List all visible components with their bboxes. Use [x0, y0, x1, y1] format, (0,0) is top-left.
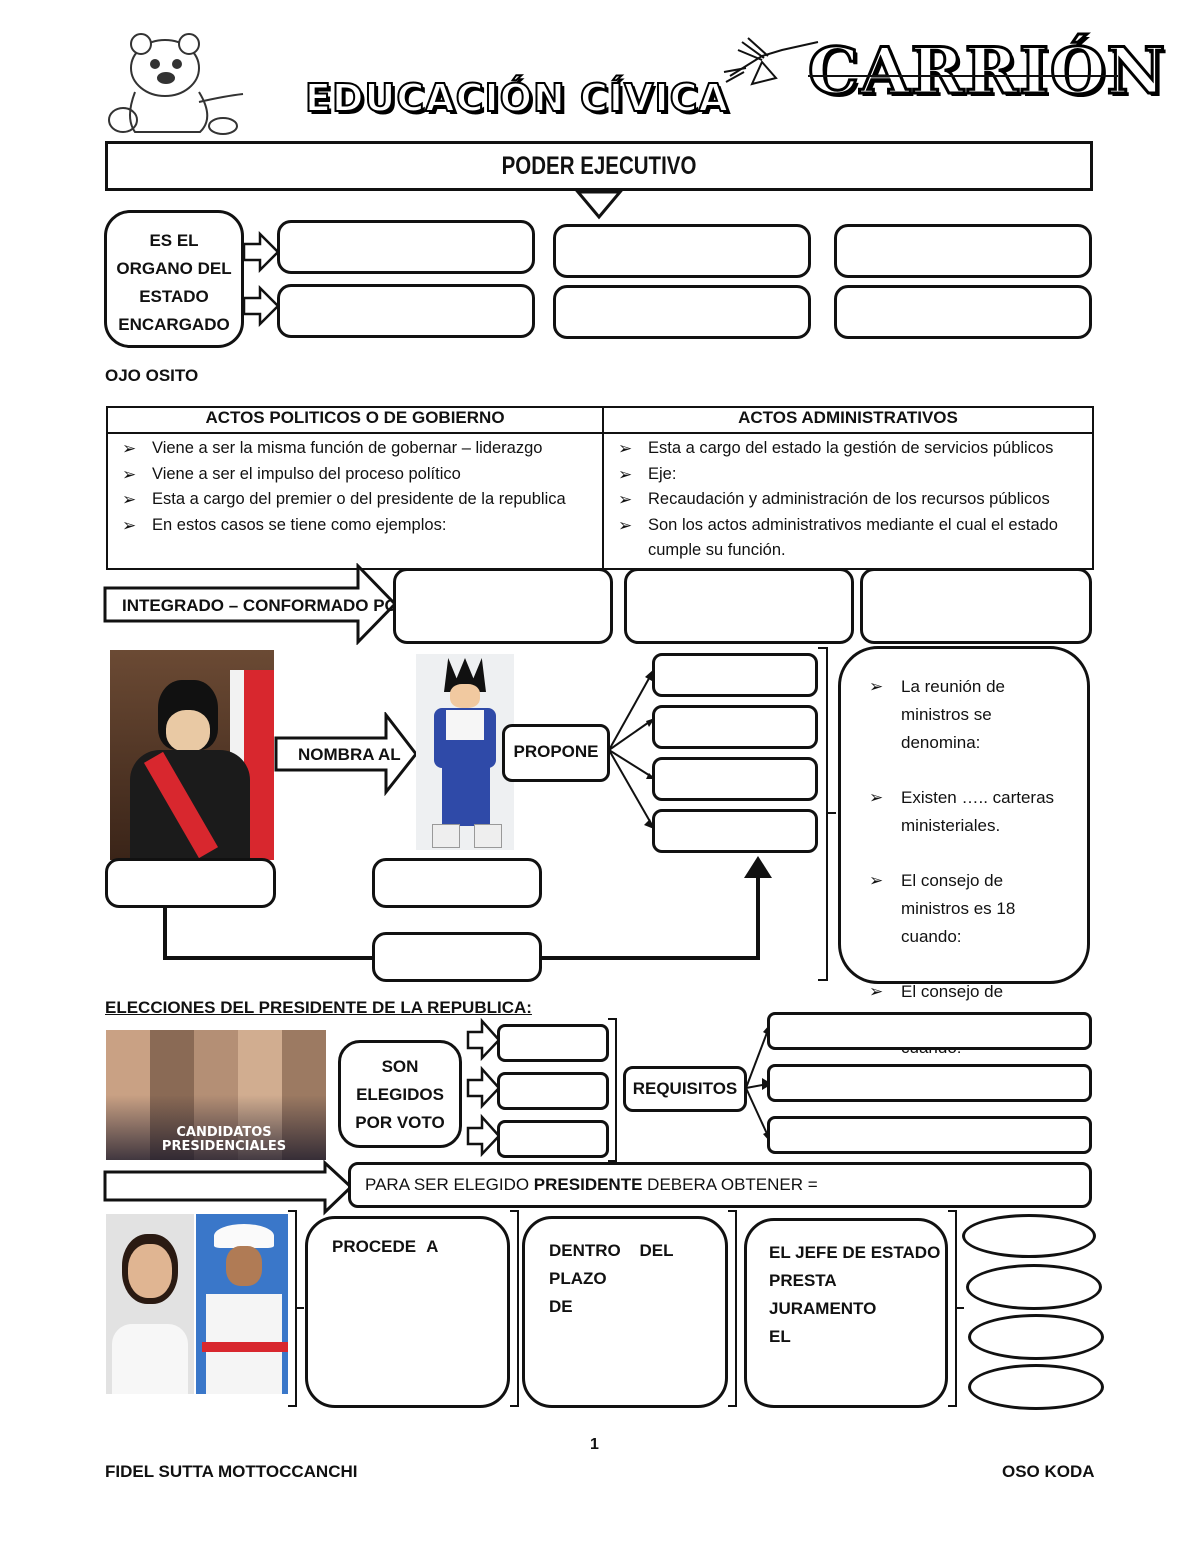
page-title: EDUCACIÓN CÍVICA [305, 76, 729, 120]
answer-box[interactable] [497, 1072, 609, 1110]
dentro-box[interactable]: DENTRO DEL PLAZO DE [522, 1216, 728, 1408]
right-header: ACTOS ADMINISTRATIVOS [603, 407, 1093, 433]
answer-box[interactable] [553, 285, 811, 339]
jefe-line: EL JEFE DE ESTADO [769, 1239, 945, 1267]
ministros-notes: La reunión de ministros se denomina: Exi… [838, 646, 1090, 984]
son-line: ELEGIDOS [341, 1081, 459, 1109]
procede-box[interactable]: PROCEDE A [305, 1216, 510, 1408]
list-item: Eje: [618, 462, 1092, 488]
answer-box[interactable] [860, 568, 1092, 644]
brand-underline [808, 75, 1118, 77]
answer-box[interactable] [497, 1120, 609, 1158]
requisito-box[interactable] [767, 1012, 1092, 1050]
nombra-label: NOMBRA AL [298, 745, 401, 765]
oval-answer[interactable] [968, 1364, 1104, 1410]
ministry-box[interactable] [652, 705, 818, 749]
son-elegidos-box: SON ELEGIDOS POR VOTO [338, 1040, 462, 1148]
answer-box[interactable] [834, 285, 1092, 339]
president-image [110, 650, 274, 860]
list-item: Esta a cargo del premier o del president… [122, 487, 602, 513]
dentro-line: DE [549, 1293, 725, 1321]
list-item: Son los actos administrativos mediante e… [618, 513, 1092, 564]
candidates-image: CANDIDATOS PRESIDENCIALES [106, 1030, 326, 1160]
list-item: Viene a ser el impulso del proceso polít… [122, 462, 602, 488]
oval-answer[interactable] [962, 1214, 1096, 1258]
premier-image [416, 654, 514, 850]
list-item: La reunión de ministros se denomina: [869, 673, 1065, 757]
presidente-bold: PRESIDENTE [534, 1175, 643, 1194]
footer-brand: OSO KODA [1002, 1462, 1095, 1482]
dentro-line: DENTRO DEL PLAZO [549, 1237, 725, 1293]
brace-icon [284, 1208, 306, 1410]
son-line: POR VOTO [341, 1109, 459, 1137]
propone-arrows [606, 665, 658, 835]
requisitos-box: REQUISITOS [623, 1066, 747, 1112]
jefe-line: EL [769, 1323, 945, 1351]
oval-answer[interactable] [968, 1314, 1104, 1360]
right-arrows-icon [242, 230, 282, 330]
hummingbird-icon [722, 32, 822, 92]
jefe-box[interactable]: EL JEFE DE ESTADO PRESTA JURAMENTO EL [744, 1218, 948, 1408]
jefe-line: PRESTA JURAMENTO [769, 1267, 945, 1323]
list-item: El consejo de ministros es 18 cuando: [869, 867, 1065, 951]
organo-line: ORGANO DEL [107, 255, 241, 283]
connector-lines [160, 850, 780, 990]
caption-line: PRESIDENCIALES [160, 1140, 288, 1154]
son-line: SON [341, 1053, 459, 1081]
procede-label: PROCEDE A [332, 1237, 438, 1257]
answer-box[interactable] [277, 284, 535, 338]
answer-box[interactable] [277, 220, 535, 274]
brace-icon [604, 1016, 624, 1164]
presidente-text: PARA SER ELEGIDO PRESIDENTE DEBERA OBTEN… [365, 1165, 818, 1205]
answer-box[interactable] [624, 568, 854, 644]
footer-author: FIDEL SUTTA MOTTOCCANCHI [105, 1462, 357, 1482]
list-item: En estos casos se tiene como ejemplos: [122, 513, 602, 539]
down-arrow-icon [574, 189, 624, 221]
propone-box: PROPONE [502, 724, 610, 782]
bear-mascot-icon [105, 28, 255, 136]
oval-answer[interactable] [966, 1264, 1102, 1310]
presidente-arrow [103, 1160, 355, 1220]
list-item: Esta a cargo del estado la gestión de se… [618, 436, 1092, 462]
section-title-box: PODER EJECUTIVO [105, 141, 1093, 191]
requisito-box[interactable] [767, 1064, 1092, 1102]
elecciones-title: ELECCIONES DEL PRESIDENTE DE LA REPUBLIC… [105, 998, 532, 1018]
acts-table: ACTOS POLITICOS O DE GOBIERNO ACTOS ADMI… [106, 406, 1094, 570]
organo-line: ESTADO [107, 283, 241, 311]
section-title: PODER EJECUTIVO [196, 144, 1001, 188]
organo-box: ES EL ORGANO DEL ESTADO ENCARGADO [104, 210, 244, 348]
ministry-box[interactable] [652, 809, 818, 853]
answer-box[interactable] [393, 568, 613, 644]
list-item: Existen ….. carteras ministeriales. [869, 784, 1065, 840]
presidente-suffix: DEBERA OBTENER = [642, 1175, 817, 1194]
brace-icon [724, 1208, 746, 1410]
answer-box[interactable] [834, 224, 1092, 278]
organo-line: ES EL [107, 227, 241, 255]
ministry-box[interactable] [652, 653, 818, 697]
caption-line: CANDIDATOS [160, 1126, 288, 1140]
presidente-box[interactable]: PARA SER ELEGIDO PRESIDENTE DEBERA OBTEN… [348, 1162, 1092, 1208]
answer-box[interactable] [497, 1024, 609, 1062]
presidente-prefix: PARA SER ELEGIDO [365, 1175, 534, 1194]
answer-box[interactable] [553, 224, 811, 278]
left-header: ACTOS POLITICOS O DE GOBIERNO [107, 407, 603, 433]
brand-logo: CARRIÓN [808, 34, 1166, 109]
organo-line: ENCARGADO [107, 311, 241, 339]
finalists-image [106, 1214, 288, 1394]
page-number: 1 [590, 1436, 599, 1454]
list-item: Recaudación y administración de los recu… [618, 487, 1092, 513]
list-item: Viene a ser la misma función de gobernar… [122, 436, 602, 462]
requisitos-label: REQUISITOS [626, 1069, 744, 1109]
requisito-box[interactable] [767, 1116, 1092, 1154]
ministry-box[interactable] [652, 757, 818, 801]
integrado-label: INTEGRADO – CONFORMADO POR [122, 596, 410, 616]
ojo-label: OJO OSITO [105, 366, 198, 386]
propone-label: PROPONE [505, 727, 607, 777]
